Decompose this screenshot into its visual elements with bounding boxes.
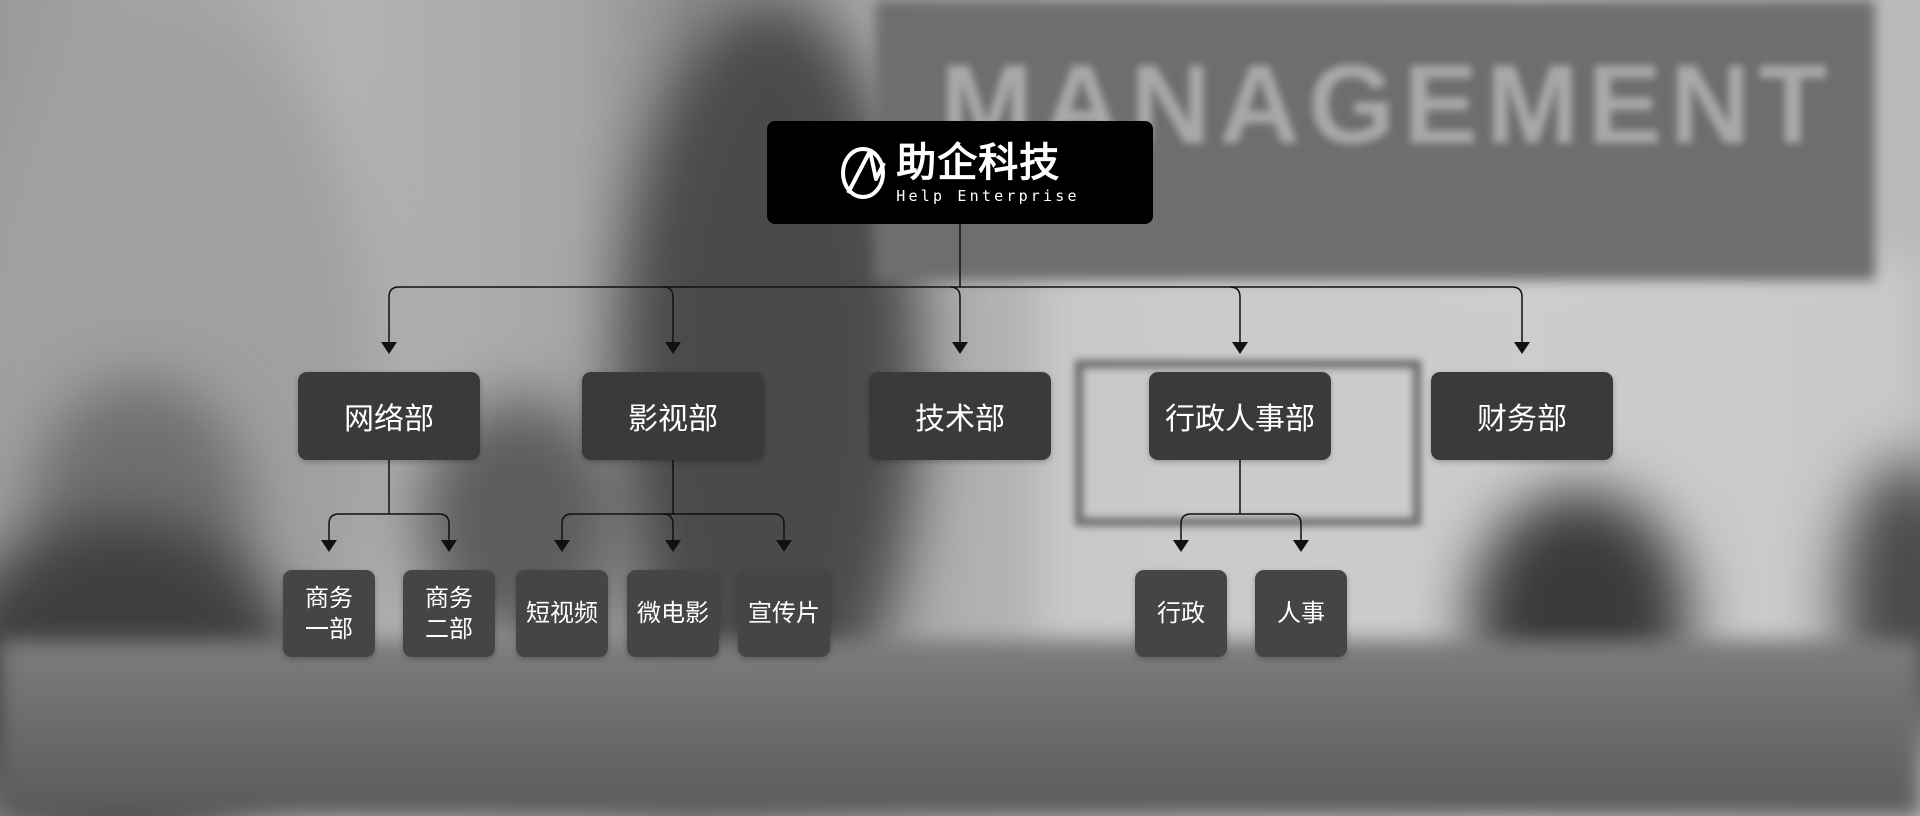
logo-english-name: Help Enterprise [896,186,1080,205]
sub-department-node: 宣传片 [738,570,830,657]
department-node: 影视部 [582,372,764,460]
background-frame [1075,360,1421,526]
sub-department-label: 人事 [1277,599,1325,627]
dept-bus-line [388,286,1523,342]
dept-1-sub-branch-line-0 [662,513,674,540]
dept-branch-line-0 [662,286,674,342]
dept-arrow-0 [381,342,397,354]
dept-0-sub-arrow-0 [321,540,337,552]
dept-1-sub-arrow-2 [776,540,792,552]
sub-department-node: 微电影 [627,570,719,657]
dept-branch-line-2 [1229,286,1241,342]
dept-1-sub-bus-line [561,513,785,540]
sub-department-node: 商务 二部 [403,570,495,657]
dept-0-sub-arrow-1 [441,540,457,552]
root-node: 助企科技 Help Enterprise [767,121,1153,224]
sub-department-node: 人事 [1255,570,1347,657]
dept-arrow-1 [665,342,681,354]
sub-department-label: 短视频 [526,599,598,627]
dept-3-sub-bus-line [1180,513,1302,540]
dept-arrow-3 [1232,342,1248,354]
logo-chinese-name: 助企科技 [896,139,1061,186]
sub-department-node: 行政 [1135,570,1227,657]
department-node: 技术部 [869,372,1051,460]
sub-department-label: 微电影 [637,599,709,627]
dept-branch-line-1 [949,286,961,342]
sub-department-label: 商务 一部 [305,583,353,643]
department-node: 财务部 [1431,372,1613,460]
department-node: 行政人事部 [1149,372,1331,460]
sub-department-node: 商务 一部 [283,570,375,657]
dept-arrow-2 [952,342,968,354]
dept-1-sub-arrow-1 [665,540,681,552]
dept-3-sub-arrow-1 [1293,540,1309,552]
dept-3-sub-arrow-0 [1173,540,1189,552]
sub-department-label: 商务 二部 [425,583,473,643]
dept-1-sub-arrow-0 [554,540,570,552]
department-label: 影视部 [628,402,718,437]
department-label: 技术部 [915,402,1005,437]
department-label: 网络部 [344,402,434,437]
sub-department-label: 行政 [1157,599,1205,627]
dept-arrow-4 [1514,342,1530,354]
sub-department-label: 宣传片 [748,599,820,627]
dept-0-sub-bus-line [328,513,450,540]
department-node: 网络部 [298,372,480,460]
department-label: 财务部 [1477,402,1567,437]
department-label: 行政人事部 [1165,402,1315,437]
sub-department-node: 短视频 [516,570,608,657]
logo-icon [841,146,887,199]
